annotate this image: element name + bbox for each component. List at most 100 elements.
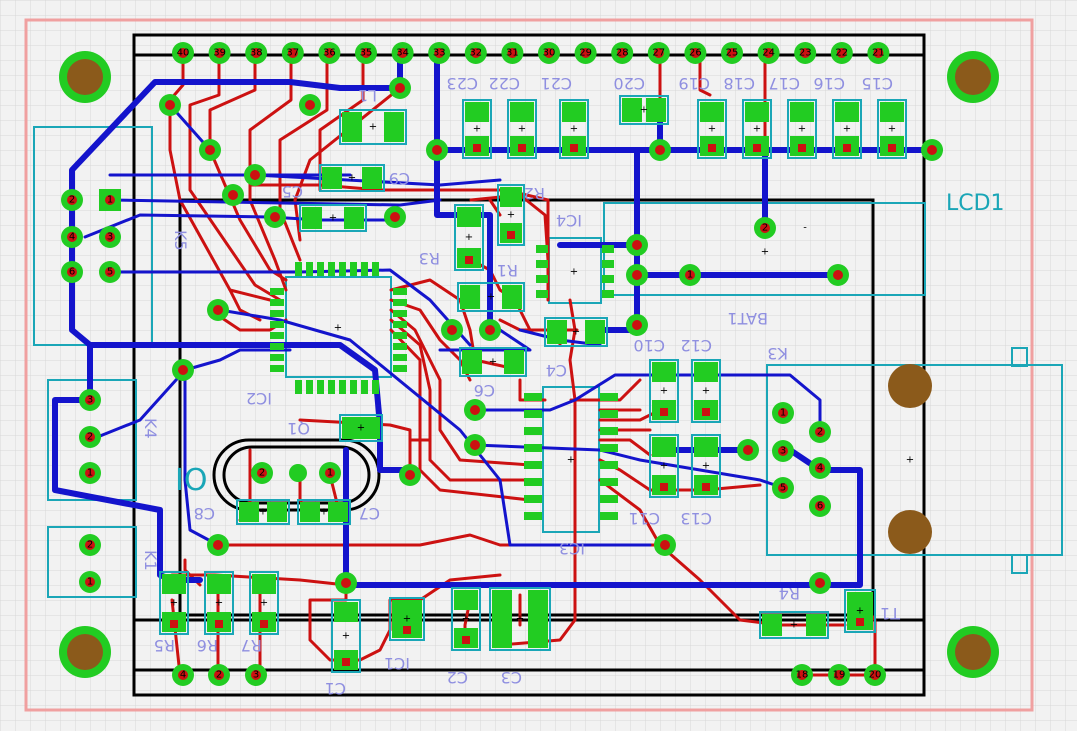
via	[626, 234, 648, 256]
res-r6-plus: +	[215, 598, 223, 609]
k4-pin-1-number: 1	[87, 468, 93, 479]
ic2-pin-right-6	[393, 354, 407, 361]
cap-c19-plus: +	[708, 124, 716, 135]
cap-c2-pad-a	[454, 590, 478, 610]
label-l1: L1	[358, 86, 377, 105]
header-pin-21-drill	[873, 48, 884, 58]
via-drill	[632, 270, 642, 280]
via	[222, 184, 244, 206]
header-pin-40-drill	[178, 48, 188, 58]
k1-pin-1-drill	[85, 577, 95, 587]
header-pin-23: 23	[794, 42, 817, 64]
ic2-pin-left-3	[270, 321, 284, 328]
header-pin-32: 32	[464, 42, 487, 64]
cap-c5-pad-b	[344, 207, 364, 229]
via-drill	[390, 212, 400, 222]
label-ic1: IC1	[384, 654, 410, 673]
k1-pin-1-number: 1	[87, 577, 93, 588]
cap-c7-outline	[297, 499, 351, 525]
mount-hole-tl	[59, 51, 111, 103]
label-c21: C21	[540, 74, 572, 93]
cap-c18: +	[742, 99, 772, 159]
transistor-t1-plus: +	[856, 606, 864, 617]
ic2-pin-right-5	[393, 343, 407, 350]
label-bat1: BAT1	[727, 309, 768, 328]
k3-large-hole-bottom	[888, 510, 932, 554]
label-k4: K4	[141, 418, 160, 439]
header-pin-35: 35	[355, 42, 377, 64]
via-drill	[743, 445, 753, 455]
via	[649, 139, 671, 161]
header-pin-34-drill	[397, 48, 408, 58]
res-r4: +	[759, 611, 829, 639]
via	[626, 264, 648, 286]
k4-pin-3-number: 3	[87, 395, 93, 406]
cap-c11: +	[649, 434, 679, 498]
via-drill	[660, 540, 670, 550]
k3-pin-1-drill	[778, 408, 788, 418]
via	[172, 359, 194, 381]
k5-pin-6: 6	[61, 261, 83, 283]
cap-c2-mark	[462, 636, 470, 644]
ic2-pin-right-2	[393, 310, 407, 317]
res-r5-plus: +	[170, 598, 178, 609]
cap-c5: +	[299, 204, 367, 232]
ic2-pin-right-0	[393, 288, 407, 295]
cap-c21-pad-a	[562, 102, 586, 122]
label-t1: T1	[880, 604, 901, 623]
cap-c6-outline	[459, 347, 527, 377]
cap-c21-mark	[570, 144, 578, 152]
mount-hole-br	[947, 626, 999, 678]
label-c1: C1	[325, 679, 346, 698]
footer-pin-18-number: 18	[796, 670, 809, 681]
cap-c16-plus: +	[843, 124, 851, 135]
cap-c17-pad-a	[790, 102, 814, 122]
ic2-pin-left-7	[270, 365, 284, 372]
header-pin-38-drill	[251, 48, 262, 58]
via-drill	[165, 100, 175, 110]
via	[207, 534, 229, 556]
cap-c17-outline	[787, 99, 817, 159]
bat1-pin-1-drill	[685, 270, 695, 280]
label-c16: C16	[813, 74, 845, 93]
k5-pin-2-drill	[67, 195, 77, 205]
via-drill	[632, 320, 642, 330]
ic2-pin-top-2	[317, 262, 324, 276]
header-pin-25: 25	[721, 42, 743, 64]
ic2-pin-bottom-0	[295, 380, 302, 394]
cap-c16-pad-a	[835, 102, 859, 122]
cap-c3-pad-a	[492, 590, 512, 648]
res-r3-mark	[465, 256, 473, 264]
cap-c13-mark	[702, 483, 710, 491]
ic3-pin-left-7	[524, 512, 542, 520]
footer-pin-19-number: 19	[833, 670, 846, 681]
label-r6: R6	[197, 636, 218, 655]
ic1-body: +	[389, 597, 425, 641]
header-pin-28-drill	[617, 48, 628, 58]
k5-pin-2-number: 2	[69, 195, 75, 206]
res-r2-outline	[497, 184, 525, 246]
cap-c7-pad-b	[328, 502, 348, 522]
ic1-body-plus: +	[403, 614, 411, 625]
cap-c19-mark	[708, 144, 716, 152]
crystal-outline	[212, 438, 381, 512]
via	[479, 319, 501, 341]
cap-c3-plus: +	[516, 614, 524, 625]
header-pin-29-number: 29	[579, 48, 592, 59]
ic1-body-mark	[403, 626, 411, 634]
header-pin-28: 28	[611, 42, 634, 64]
k5-pin-4-drill	[67, 232, 77, 242]
header-pin-24-number: 24	[762, 48, 775, 59]
cap-c22: +	[507, 99, 537, 159]
cap-c17: +	[787, 99, 817, 159]
cap-c12-mark	[702, 408, 710, 416]
k4-pin-1-drill	[85, 468, 95, 478]
ic4-pin-left-2	[536, 275, 548, 283]
k3-pin-2: 2	[809, 421, 831, 443]
header-pin-38: 38	[245, 42, 268, 64]
cap-c19-outline	[697, 99, 727, 159]
header-pin-24: 24	[757, 42, 780, 64]
header-pin-21: 21	[867, 42, 890, 64]
via	[464, 434, 486, 456]
